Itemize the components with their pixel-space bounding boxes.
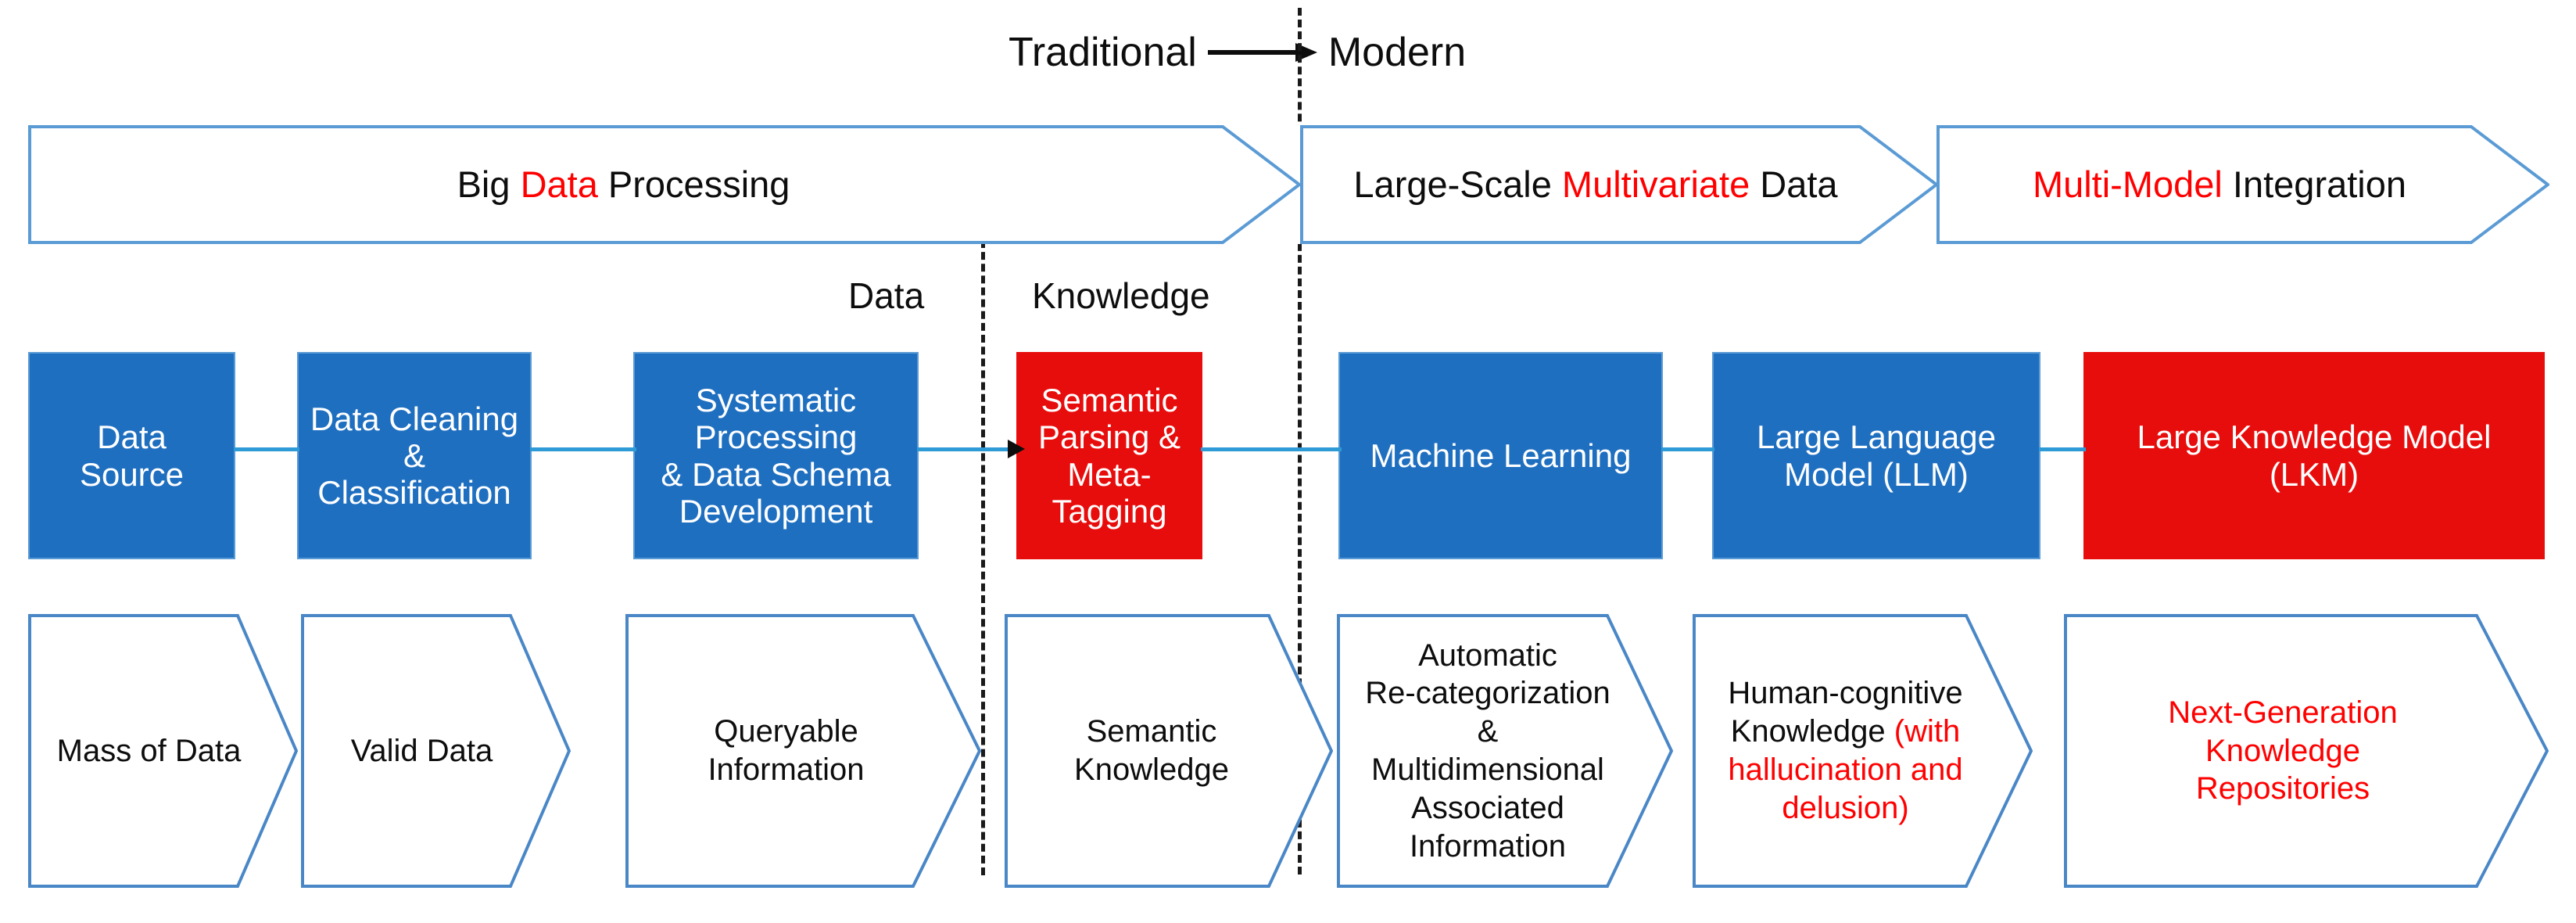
stage-box-2-label: Data Cleaning & Classification — [310, 400, 519, 512]
banner-2-label: Large-Scale Multivariate Data — [1353, 164, 1837, 205]
chevron-outline-icon — [1936, 125, 2549, 244]
zone-caption-knowledge: Knowledge — [1032, 275, 1210, 316]
outcome-4-label: Semantic Knowledge — [1074, 713, 1229, 789]
banner-1-label: Big Data Processing — [457, 164, 790, 205]
chevron-outline-icon — [1693, 614, 2033, 888]
chevron-outline-icon — [1005, 614, 1333, 888]
era-label-traditional: Traditional — [1009, 30, 1197, 75]
stage-box-6-label: Large Language Model (LLM) — [1757, 418, 1996, 493]
banner-3-text-after: Integration — [2222, 163, 2407, 206]
outcome-3-label: Queryable Information — [708, 713, 864, 789]
connector-line — [234, 447, 299, 451]
banner-2-text-highlight: Multivariate — [1561, 163, 1750, 206]
stage-box-data-source[interactable]: Data Source — [28, 352, 235, 559]
era-label-modern: Modern — [1327, 30, 1467, 75]
outcome-2-label: Valid Data — [351, 732, 493, 770]
outcome-2-text-before: Valid Data — [350, 733, 493, 768]
era-divider-data-knowledge — [981, 240, 985, 875]
banner-1-text-after: Processing — [597, 163, 790, 206]
connector-line-arrow — [917, 440, 1025, 458]
chevron-outline-icon — [28, 614, 298, 888]
banner-multi-model-integration[interactable]: Multi-Model Integration — [1936, 125, 2549, 244]
arrowhead-icon — [1008, 440, 1025, 458]
outcome-human-cognitive-knowledge[interactable]: Human-cognitive Knowledge (with hallucin… — [1693, 614, 2033, 888]
stage-box-large-language-model[interactable]: Large Language Model (LLM) — [1712, 352, 2040, 559]
outcome-1-text-before: Mass of Data — [56, 733, 242, 768]
banner-3-text-highlight: Multi-Model — [2032, 163, 2223, 206]
banner-1-text-before: Big — [457, 163, 521, 206]
connector-line — [2039, 447, 2086, 451]
outcome-7-label: Next-Generation Knowledge Repositories — [2168, 694, 2397, 808]
outcome-6-text-before: Human-cognitive Knowledge — [1728, 676, 1963, 749]
stage-box-machine-learning[interactable]: Machine Learning — [1338, 352, 1663, 559]
banner-3-label: Multi-Model Integration — [2033, 164, 2406, 205]
outcome-valid-data[interactable]: Valid Data — [301, 614, 571, 888]
era-header: Traditional Modern — [1009, 22, 1603, 83]
connector-line — [1661, 447, 1714, 451]
zone-caption-data: Data — [848, 275, 925, 316]
outcome-1-label: Mass of Data — [57, 732, 242, 770]
chevron-outline-icon — [1300, 125, 1938, 244]
chevron-outline-icon — [1337, 614, 1673, 888]
chevron-outline-icon — [301, 614, 571, 888]
banner-large-scale-multivariate-data[interactable]: Large-Scale Multivariate Data — [1300, 125, 1938, 244]
chevron-outline-icon — [28, 125, 1301, 244]
banner-big-data-processing[interactable]: Big Data Processing — [28, 125, 1301, 244]
outcome-semantic-knowledge[interactable]: Semantic Knowledge — [1005, 614, 1333, 888]
stage-box-systematic-processing[interactable]: Systematic Processing & Data Schema Deve… — [633, 352, 919, 559]
connector-line — [530, 447, 636, 451]
stage-box-7-label: Large Knowledge Model (LKM) — [2137, 418, 2492, 493]
outcome-6-text-highlight: (with hallucination and delusion) — [1728, 714, 1963, 825]
outcome-6-label: Human-cognitive Knowledge (with hallucin… — [1728, 674, 1962, 827]
stage-box-3-label: Systematic Processing & Data Schema Deve… — [661, 382, 891, 530]
outcome-3-text-before: Queryable Information — [708, 714, 865, 787]
banner-1-text-highlight: Data — [520, 163, 598, 206]
outcome-5-text-before: Automatic Re-categorization & Multidimen… — [1365, 637, 1610, 864]
outcome-4-text-before: Semantic Knowledge — [1074, 714, 1229, 787]
stage-box-5-label: Machine Learning — [1370, 436, 1632, 474]
outcome-automatic-recategorization[interactable]: Automatic Re-categorization & Multidimen… — [1337, 614, 1673, 888]
banner-2-text-after: Data — [1750, 163, 1838, 206]
outcome-7-text-highlight: Next-Generation Knowledge Repositories — [2168, 695, 2398, 806]
outcome-next-generation-knowledge-repositories[interactable]: Next-Generation Knowledge Repositories — [2064, 614, 2549, 888]
outcome-mass-of-data[interactable]: Mass of Data — [28, 614, 298, 888]
stage-box-semantic-parsing-meta-tagging[interactable]: Semantic Parsing & Meta-Tagging — [1016, 352, 1202, 559]
outcome-5-label: Automatic Re-categorization & Multidimen… — [1365, 637, 1610, 866]
stage-box-4-label: Semantic Parsing & Meta-Tagging — [1037, 382, 1181, 530]
stage-box-data-cleaning-classification[interactable]: Data Cleaning & Classification — [297, 352, 532, 559]
chevron-outline-icon — [2064, 614, 2549, 888]
connector-line — [1201, 447, 1342, 451]
outcome-queryable-information[interactable]: Queryable Information — [625, 614, 981, 888]
chevron-outline-icon — [625, 614, 981, 888]
stage-box-large-knowledge-model[interactable]: Large Knowledge Model (LKM) — [2083, 352, 2545, 559]
banner-2-text-before: Large-Scale — [1353, 163, 1562, 206]
stage-box-1-label: Data Source — [79, 418, 185, 493]
era-divider-modern — [1298, 8, 1302, 875]
